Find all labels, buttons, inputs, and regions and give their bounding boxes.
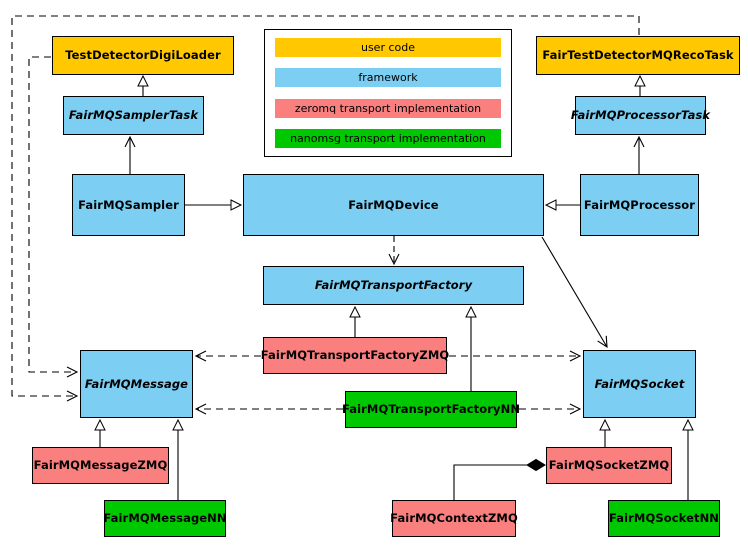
class-node-FairMQMessageZMQ[interactable]: FairMQMessageZMQ [32,447,169,484]
class-node-label: FairMQMessage [84,376,189,391]
class-node-label: FairMQSamplerTask [68,108,199,123]
class-node-label: FairTestDetectorMQRecoTask [542,48,734,63]
class-node-FairMQSocketNN[interactable]: FairMQSocketNN [608,500,720,537]
class-node-FairMQTransportFactory[interactable]: FairMQTransportFactory [263,266,524,305]
edge-device-to-socket [541,236,608,349]
class-node-label: FairMQMessageZMQ [33,458,168,473]
legend-item-nanomsg: nanomsg transport implementation [275,128,501,148]
legend-item-label: zeromq transport implementation [294,101,482,115]
class-node-label: FairMQSampler [78,197,179,212]
class-node-FairMQMessageNN[interactable]: FairMQMessageNN [103,500,227,537]
class-node-FairMQTransportFactoryZMQ[interactable]: FairMQTransportFactoryZMQ [260,337,450,374]
class-node-FairMQSocket[interactable]: FairMQSocket [583,350,696,418]
class-node-label: FairMQTransportFactory [314,278,473,293]
legend-item-label: framework [358,71,418,85]
legend-item-user_code: user code [275,38,501,57]
class-node-label: FairMQProcessorTask [570,108,711,123]
legend-item-label: nanomsg transport implementation [290,131,486,145]
class-node-FairMQProcessor[interactable]: FairMQProcessor [580,174,699,236]
class-node-label: FairMQDevice [348,197,439,212]
class-node-label: TestDetectorDigiLoader [65,48,221,63]
class-node-TestDetectorDigiLoader[interactable]: TestDetectorDigiLoader [52,36,234,75]
class-node-label: FairMQProcessor [583,197,696,212]
class-node-label: FairMQSocketNN [608,511,720,526]
legend-item-framework: framework [275,68,501,88]
class-node-FairMQSocketZMQ[interactable]: FairMQSocketZMQ [546,447,672,484]
class-node-label: FairMQSocket [594,376,685,391]
class-node-FairMQMessage[interactable]: FairMQMessage [80,350,193,418]
edge-contextzmq-to-socketzmq [453,458,546,500]
legend-item-zeromq: zeromq transport implementation [275,98,501,118]
class-node-label: FairMQTransportFactoryZMQ [260,348,450,363]
legend-item-label: user code [360,41,416,54]
class-node-FairMQSampler[interactable]: FairMQSampler [72,174,185,236]
class-node-label: FairMQMessageNN [103,511,227,526]
class-node-label: FairMQContextZMQ [390,511,518,526]
class-node-FairTestDetectorMQRecoTask[interactable]: FairTestDetectorMQRecoTask [536,36,740,75]
class-node-FairMQContextZMQ[interactable]: FairMQContextZMQ [390,500,518,537]
legend-panel: user code framework zeromq transport imple… [264,29,512,157]
class-node-FairMQSamplerTask[interactable]: FairMQSamplerTask [63,96,204,135]
class-node-label: FairMQSocketZMQ [548,458,670,473]
class-node-FairMQDevice[interactable]: FairMQDevice [243,174,544,236]
class-node-label: FairMQTransportFactoryNN [341,402,521,417]
class-node-FairMQTransportFactoryNN[interactable]: FairMQTransportFactoryNN [341,391,521,428]
class-node-FairMQProcessorTask[interactable]: FairMQProcessorTask [571,96,710,135]
